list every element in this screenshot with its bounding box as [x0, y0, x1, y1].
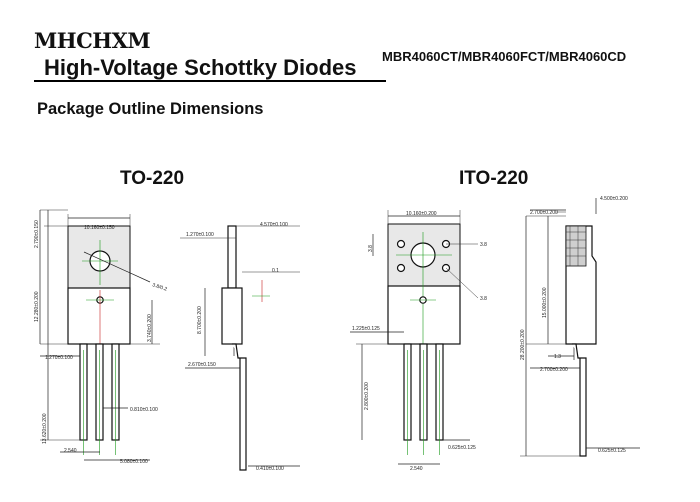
to220-front-labels: 10.160±0.150 2.790±0.150 3.8/0.2 12.280±… — [34, 220, 168, 465]
ito220-width-top: 10.160±0.200 — [406, 211, 437, 217]
ito220-lead-shoulder: 1.225±0.125 — [352, 326, 380, 332]
to220-pitch: 2.540 — [64, 448, 77, 454]
ito220-front-labels: 10.160±0.200 3.8 3.8 3.8 1.225±0.125 2.8… — [352, 211, 487, 472]
to220-lead-width: 1.270±0.100 — [45, 355, 73, 361]
title-underline — [34, 80, 386, 82]
to220-lead-thick: 0.810±0.100 — [130, 407, 158, 413]
to220-lead-step: 2.670±0.150 — [188, 362, 216, 368]
ito220-lead-tip: 0.625±0.125 — [598, 448, 626, 454]
to220-side-view — [180, 225, 300, 471]
to220-side-body — [221, 287, 243, 345]
to220-tab-dim: 0.1 — [272, 268, 279, 274]
to220-side-lead — [232, 343, 247, 471]
to220-total-height: 12.280±0.200 — [34, 291, 40, 322]
ito220-front-view — [350, 210, 479, 465]
to220-height-top: 2.790±0.150 — [34, 220, 40, 248]
to220-body-depth: 4.570±0.100 — [260, 222, 288, 228]
ito220-hole-label-top: 3.8 — [480, 242, 487, 248]
ito220-pitch: 2.540 — [410, 466, 423, 472]
to220-pitch-total: 5.080±0.100 — [120, 459, 148, 465]
to220-lead-span: 3.740±0.200 — [147, 314, 153, 342]
ito220-lead-step: 1.3 — [554, 354, 561, 360]
company-logo: MHCHXM — [34, 28, 151, 53]
part-numbers: MBR4060CT/MBR4060FCT/MBR4060CD — [382, 49, 627, 64]
ito220-lead-step2: 2.700±0.200 — [540, 367, 568, 373]
to220-lead-tip: 0.410±0.100 — [256, 466, 284, 472]
ito220-tab-top: 2.700±0.200 — [530, 210, 558, 216]
ito220-body-height: 15.000±0.200 — [542, 287, 548, 318]
to220-width-top: 10.160±0.150 — [84, 225, 115, 231]
ito220-hole-label-bottom: 3.8 — [480, 296, 487, 302]
ito220-hole-top: 3.8 — [368, 245, 374, 252]
ito220-lead-length: 2.800±0.200 — [364, 382, 370, 410]
ito220-total-height: 28.200±0.200 — [520, 329, 526, 360]
to220-tab-thickness: 1.270±0.100 — [186, 232, 214, 238]
document-title: High-Voltage Schottky Diodes — [44, 55, 357, 80]
package-title-ito220: ITO-220 — [459, 168, 529, 189]
ito220-side-labels: 4.500±0.200 2.700±0.200 15.000±0.200 28.… — [520, 196, 628, 454]
ito220-side-view — [520, 198, 640, 457]
ito220-depth-top: 4.500±0.200 — [600, 196, 628, 202]
to220-side-labels: 1.270±0.100 4.570±0.100 0.1 8.700±0.200 … — [186, 222, 288, 472]
ito220-body — [387, 285, 461, 345]
ito220-lead-thick: 0.625±0.125 — [448, 445, 476, 451]
section-heading: Package Outline Dimensions — [37, 100, 264, 118]
to220-hole: 3.8/0.2 — [151, 282, 168, 292]
to220-body-height: 8.700±0.200 — [197, 306, 203, 334]
to220-lead-length: 13.620±0.200 — [42, 413, 48, 444]
to220-side-tab — [227, 225, 237, 289]
to220-front-view — [39, 209, 160, 461]
package-title-to220: TO-220 — [120, 168, 185, 189]
